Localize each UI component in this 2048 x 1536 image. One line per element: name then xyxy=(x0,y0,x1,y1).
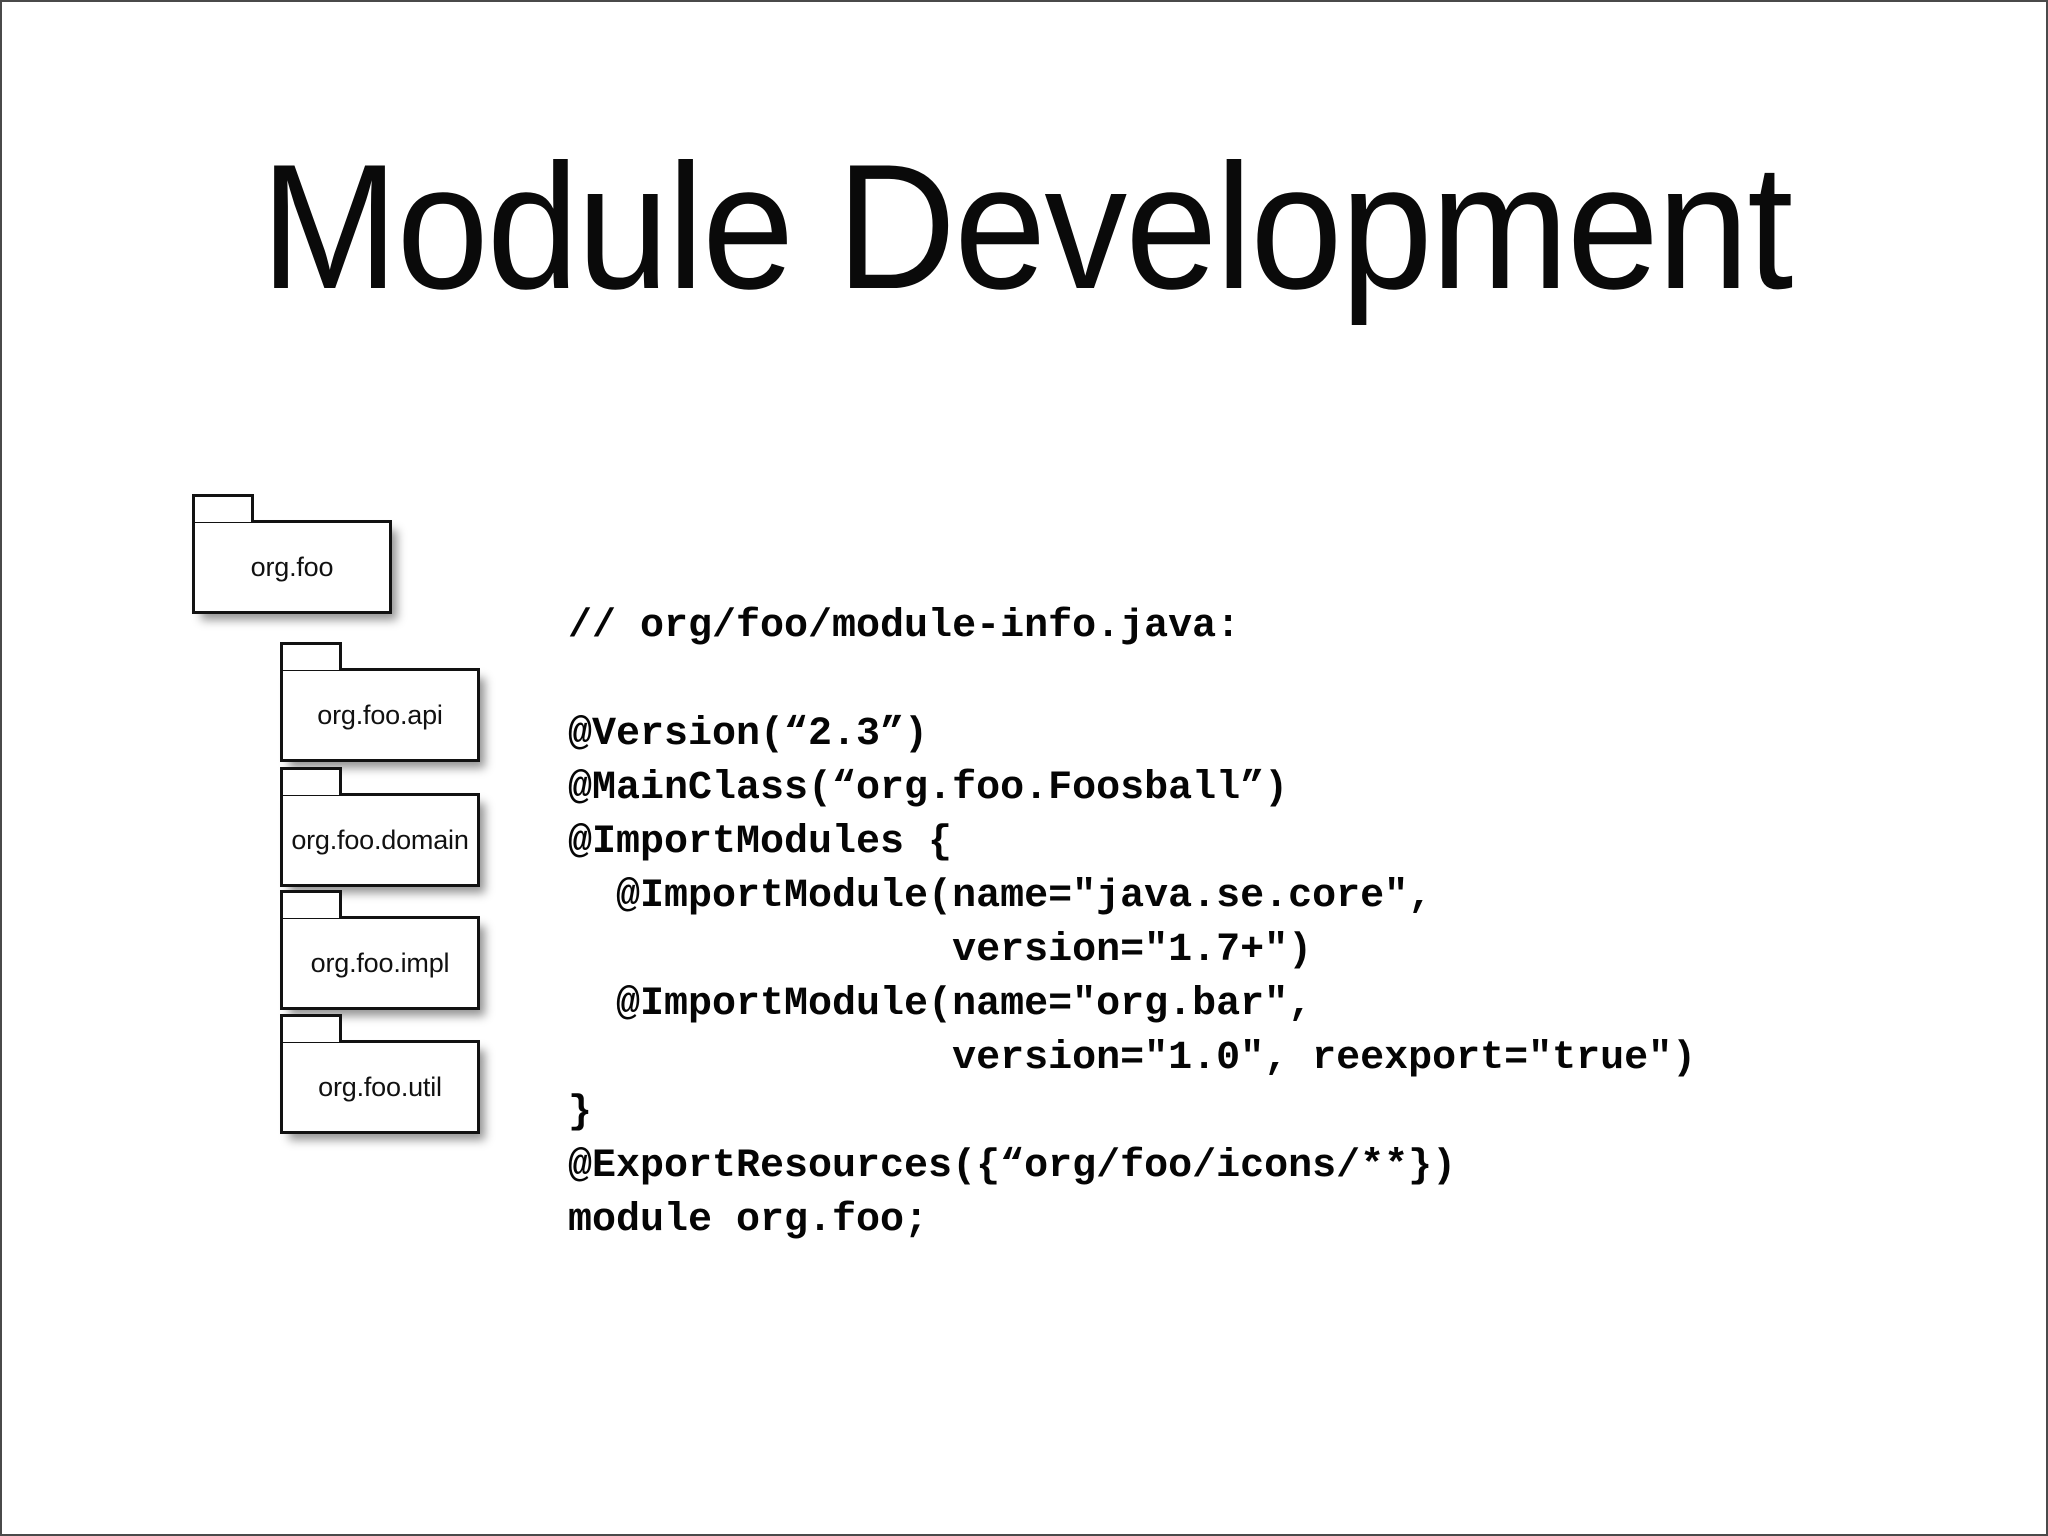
package-label: org.foo.util xyxy=(318,1071,442,1102)
code-line: @ImportModule(name=″java.se.core″, xyxy=(568,874,1433,919)
code-line: } xyxy=(568,1090,593,1135)
page-title: Module Development xyxy=(260,127,1794,326)
package-tab-icon xyxy=(280,767,342,795)
package-body: org.foo xyxy=(192,520,392,614)
package-label: org.foo xyxy=(250,551,334,582)
package-tab-icon xyxy=(280,890,342,918)
package-tab-icon xyxy=(280,1014,342,1042)
package-label: org.foo.impl xyxy=(310,947,450,978)
code-line: @ExportResources({“org/foo/icons/**}) xyxy=(568,1144,1457,1189)
code-line: @ImportModules { xyxy=(568,820,953,865)
code-block: // org/foo/module-info.java: @Version(“2… xyxy=(568,438,1696,1248)
package-tab-icon xyxy=(280,642,342,670)
package-body: org.foo.domain xyxy=(280,793,480,887)
code-line: module org.foo; xyxy=(568,1198,929,1243)
package-label: org.foo.domain xyxy=(291,824,469,855)
package-label: org.foo.api xyxy=(317,699,443,730)
code-line: version=″1.7+″) xyxy=(568,928,1313,973)
code-line: @Version(“2.3”) xyxy=(568,712,929,757)
code-line: @MainClass(“org.foo.Foosball”) xyxy=(568,766,1289,811)
code-line: // org/foo/module-info.java: xyxy=(568,604,1241,649)
package-body: org.foo.impl xyxy=(280,916,480,1010)
package-body: org.foo.util xyxy=(280,1040,480,1134)
package-body: org.foo.api xyxy=(280,668,480,762)
uml-package-diagram: org.foo org.foo.api org.foo.domain org.foo.… xyxy=(2,2,522,1534)
package-tab-icon xyxy=(192,494,254,522)
code-line-blank xyxy=(568,654,1696,708)
code-line: version=″1.0″, reexport=″true″) xyxy=(568,1036,1697,1081)
code-line: @ImportModule(name=″org.bar″, xyxy=(568,982,1313,1027)
